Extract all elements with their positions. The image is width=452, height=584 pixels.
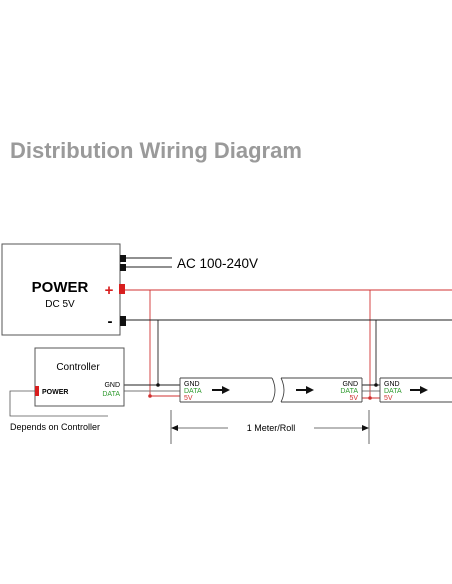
- strip3-data-label: DATA: [384, 388, 402, 395]
- controller-label: Controller: [56, 362, 100, 373]
- controller: Controller POWER GND DATA Depends on Con…: [9, 347, 125, 432]
- controller-note: Depends on Controller: [10, 422, 100, 432]
- ac-input: AC 100-240V: [126, 256, 258, 271]
- strip1-gnd-label: GND: [184, 381, 200, 388]
- controller-power-label: POWER: [42, 389, 68, 396]
- strip1-direction-arrow: [212, 386, 230, 394]
- ac-input-label: AC 100-240V: [177, 256, 258, 271]
- strip2-gnd-label: GND: [342, 381, 358, 388]
- strip1-data-label: DATA: [184, 388, 202, 395]
- length-label: 1 Meter/Roll: [247, 423, 296, 433]
- strip2-data-label: DATA: [340, 388, 358, 395]
- positive-sign: +: [105, 282, 114, 299]
- strip3-5v-label: 5V: [384, 395, 393, 402]
- led-strip-segment-2: GND DATA 5V: [280, 377, 363, 403]
- positive-terminal: [119, 284, 125, 294]
- dimension-arrow-left: [171, 425, 178, 431]
- controller-power-lead: [9, 390, 108, 417]
- ac-terminal-2: [120, 264, 126, 271]
- negative-bus: [123, 319, 452, 386]
- diagram-title: Distribution Wiring Diagram: [10, 138, 302, 163]
- controller-data-label: DATA: [102, 391, 120, 398]
- length-dimension: 1 Meter/Roll: [170, 410, 370, 444]
- strip3-direction-arrow: [410, 386, 428, 394]
- negative-terminal: [120, 316, 126, 326]
- controller-power-terminal: [35, 386, 39, 396]
- strip1-5v-label: 5V: [184, 395, 193, 402]
- power-supply: POWER DC 5V + -: [1, 243, 126, 336]
- negative-sign: -: [108, 313, 113, 330]
- power-supply-rating: DC 5V: [45, 299, 75, 310]
- strip2-direction-arrow: [296, 386, 314, 394]
- controller-gnd-label: GND: [104, 382, 120, 389]
- led-strip-segment-3: GND DATA 5V: [379, 377, 452, 403]
- junction-dots: [148, 383, 378, 400]
- strip2-5v-label: 5V: [349, 395, 358, 402]
- positive-bus: [125, 289, 452, 399]
- power-supply-label: POWER: [32, 279, 89, 296]
- strip3-gnd-label: GND: [384, 381, 400, 388]
- led-strip-segment-1: GND DATA 5V: [179, 377, 276, 403]
- dimension-arrow-right: [362, 425, 369, 431]
- ac-terminal-1: [120, 255, 126, 262]
